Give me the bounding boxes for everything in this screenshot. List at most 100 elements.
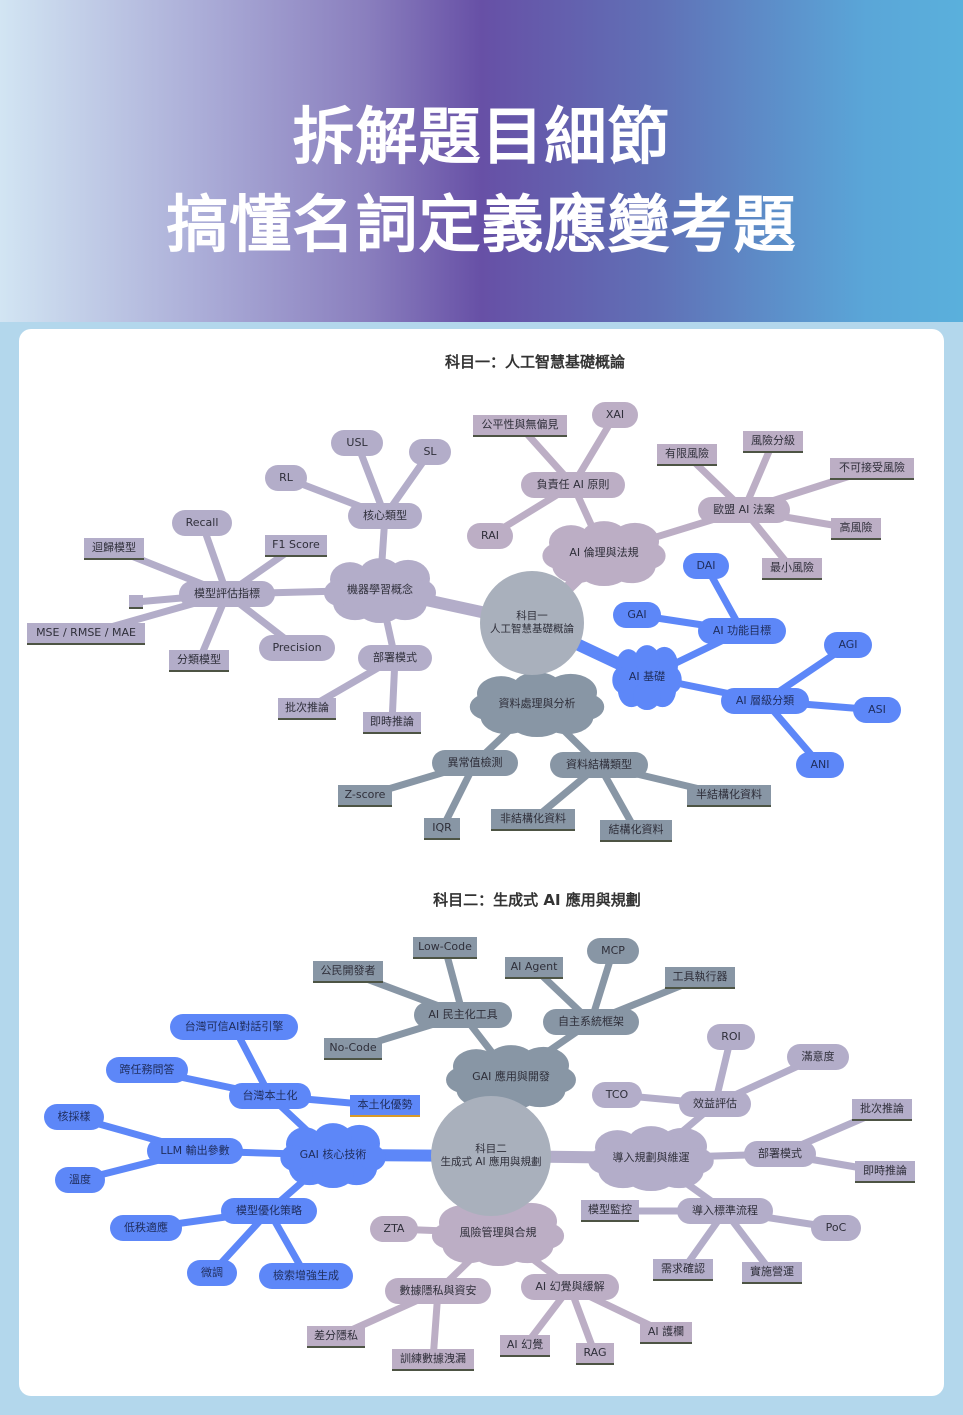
node-xai[interactable]: XAI	[592, 402, 638, 428]
node-str[interactable]: 結構化資料	[600, 820, 672, 842]
node-dep2[interactable]: 部署模式	[744, 1141, 816, 1167]
node-rt2[interactable]: 即時推論	[855, 1161, 915, 1183]
node-ani[interactable]: ANI	[796, 752, 844, 778]
node-dstr[interactable]: 資料結構類型	[550, 752, 648, 778]
node-guard[interactable]: AI 護欄	[640, 1322, 692, 1344]
node-high[interactable]: 高風險	[831, 518, 881, 540]
node-rt1[interactable]: 即時推論	[363, 712, 421, 734]
map1-title: 科目一：人工智慧基礎概論	[444, 353, 625, 371]
node-taide[interactable]: 台灣可信AI對話引擎	[170, 1014, 298, 1040]
node-outl[interactable]: 異常值檢測	[432, 750, 518, 776]
node-risk[interactable]: 風險管理與合規	[459, 1226, 537, 1240]
node-hal[interactable]: AI 幻覺與緩解	[521, 1274, 619, 1300]
node-adv[interactable]: 本土化優勢	[350, 1095, 420, 1117]
node-priv[interactable]: 數據隱私與資安	[385, 1278, 491, 1304]
node-tool[interactable]: 工具執行器	[665, 967, 735, 989]
node-dai[interactable]: DAI	[683, 553, 729, 579]
node-batch2[interactable]: 批次推論	[852, 1099, 912, 1121]
node-opt[interactable]: 模型優化策略	[221, 1198, 317, 1224]
node-agent[interactable]: AI Agent	[505, 957, 563, 979]
cloud-shape-tech	[280, 1123, 386, 1189]
node-fair[interactable]: 公平性與無偏見	[473, 415, 567, 437]
node-asi[interactable]: ASI	[853, 697, 901, 723]
hero-title-line1: 拆解題目細節	[292, 100, 671, 173]
node-topp[interactable]: 核採樣	[44, 1104, 104, 1130]
node-blank[interactable]	[129, 595, 143, 609]
node-tech[interactable]: GAI 核心技術	[299, 1148, 367, 1162]
node-cls[interactable]: 分類模型	[169, 650, 229, 672]
node-roi[interactable]: ROI	[707, 1024, 755, 1050]
node-hal1[interactable]: AI 幻覺	[500, 1335, 550, 1357]
cloud-shape-app	[446, 1045, 576, 1111]
node-qa[interactable]: 跨任務問答	[106, 1057, 188, 1083]
node-func[interactable]: AI 功能目標	[698, 618, 786, 644]
node-unacc[interactable]: 不可接受風險	[830, 458, 914, 480]
node-sl[interactable]: SL	[409, 439, 451, 465]
node-temp[interactable]: 溫度	[55, 1167, 105, 1193]
node-lora[interactable]: 低秩適應	[110, 1215, 182, 1241]
node-low[interactable]: Low-Code	[413, 937, 477, 959]
node-lvl[interactable]: 風險分級	[743, 431, 803, 453]
node-tco[interactable]: TCO	[592, 1082, 642, 1108]
cloud-shape-data	[469, 672, 605, 738]
node-rl[interactable]: RL	[265, 465, 307, 491]
node-f1[interactable]: F1 Score	[265, 535, 327, 557]
node-dep1[interactable]: 部署模式	[358, 645, 432, 671]
node-eval[interactable]: 模型評估指標	[179, 581, 275, 607]
cloud-shape-eth	[542, 521, 666, 587]
node-c1[interactable]: 科目一 人工智慧基礎概論	[480, 571, 584, 675]
node-ml[interactable]: 機器學習概念	[347, 583, 413, 597]
node-lim[interactable]: 有限風險	[657, 444, 717, 466]
node-zta[interactable]: ZTA	[370, 1216, 418, 1242]
hero-title-line2: 搞懂名詞定義應變考題	[166, 188, 797, 261]
node-gai[interactable]: GAI	[613, 602, 661, 628]
node-mcp[interactable]: MCP	[587, 938, 639, 964]
node-mse[interactable]: MSE / RMSE / MAE	[27, 623, 145, 645]
node-ft[interactable]: 微調	[187, 1260, 237, 1286]
node-mon[interactable]: 模型監控	[581, 1200, 639, 1222]
node-raib[interactable]: RAI	[467, 523, 513, 549]
node-unstr[interactable]: 非結構化資料	[491, 809, 575, 831]
node-poc[interactable]: PoC	[811, 1215, 861, 1241]
node-agi[interactable]: AGI	[824, 632, 872, 658]
hero-banner: 拆解題目細節 搞懂名詞定義應變考題	[0, 0, 963, 322]
node-ops[interactable]: 導入規劃與維運	[612, 1151, 690, 1165]
node-sat[interactable]: 滿意度	[787, 1044, 849, 1070]
node-ben[interactable]: 效益評估	[679, 1091, 751, 1117]
node-llm[interactable]: LLM 輸出參數	[147, 1138, 243, 1164]
node-req[interactable]: 需求確認	[653, 1259, 713, 1281]
node-aib[interactable]: AI 基礎	[628, 670, 666, 684]
node-rai[interactable]: 負責任 AI 原則	[521, 472, 625, 498]
node-reg[interactable]: 迴歸模型	[84, 538, 144, 560]
node-app[interactable]: GAI 應用與開發	[472, 1070, 550, 1084]
node-usl[interactable]: USL	[331, 430, 383, 456]
node-recall[interactable]: Recall	[172, 510, 232, 536]
node-min[interactable]: 最小風險	[762, 558, 822, 580]
node-run[interactable]: 實施營運	[742, 1262, 802, 1284]
cloud-shape-aib	[612, 645, 682, 711]
node-dp[interactable]: 差分隱私	[307, 1326, 365, 1348]
cloud-shape-ops	[588, 1126, 714, 1192]
node-prec[interactable]: Precision	[259, 635, 335, 661]
node-cit[interactable]: 公民開發者	[313, 961, 383, 983]
node-eth[interactable]: AI 倫理與法規	[569, 546, 639, 560]
node-auto[interactable]: 自主系統框架	[543, 1009, 639, 1035]
node-tw[interactable]: 台灣本土化	[229, 1083, 311, 1109]
node-rag2[interactable]: 檢索增強生成	[259, 1263, 353, 1289]
node-rag[interactable]: RAG	[576, 1343, 614, 1365]
node-no[interactable]: No-Code	[324, 1038, 382, 1060]
node-batch1[interactable]: 批次推論	[278, 698, 336, 720]
node-std[interactable]: 導入標準流程	[677, 1198, 773, 1224]
node-c2[interactable]: 科目二 生成式 AI 應用與規劃	[431, 1096, 551, 1216]
node-core[interactable]: 核心類型	[348, 503, 422, 529]
node-leak[interactable]: 訓練數據洩漏	[392, 1349, 474, 1371]
map2-title: 科目二：生成式 AI 應用與規劃	[433, 891, 641, 909]
node-semi[interactable]: 半結構化資料	[687, 785, 771, 807]
node-demo[interactable]: AI 民主化工具	[414, 1002, 512, 1028]
node-z[interactable]: Z-score	[338, 785, 392, 807]
node-eu[interactable]: 歐盟 AI 法案	[698, 497, 790, 523]
node-iqr[interactable]: IQR	[424, 818, 460, 840]
node-data[interactable]: 資料處理與分析	[498, 697, 576, 711]
cloud-shape-ml	[324, 558, 436, 624]
node-tier[interactable]: AI 層級分類	[721, 688, 809, 714]
